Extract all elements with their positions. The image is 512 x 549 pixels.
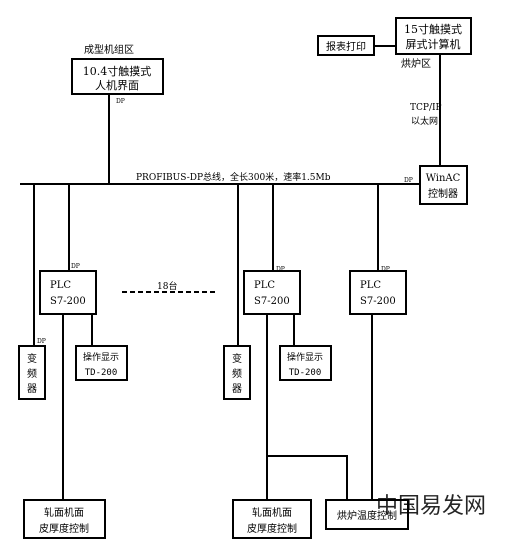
touch15-line1: 15寸触摸式 <box>404 22 462 36</box>
oven-temp-control-box: 烘炉温度控制 <box>325 499 409 530</box>
plc1-dp-label: DP <box>71 263 80 270</box>
td1-line1: 操作显示 <box>83 351 119 363</box>
td1-line2: TD-200 <box>85 368 118 378</box>
inverter-box-2: 变 频 器 <box>223 345 251 400</box>
inverter1-char1: 变 <box>27 352 37 365</box>
winac-dp-label: DP <box>404 177 413 184</box>
winac-box: WinAC 控制器 <box>419 165 468 205</box>
inverter1-char2: 频 <box>27 367 37 380</box>
rolling-control-box-1: 轧面机面 皮厚度控制 <box>23 499 106 539</box>
plc1-line2: S7-200 <box>50 296 86 307</box>
td-box-1: 操作显示 TD-200 <box>75 345 128 381</box>
inverter1-char3: 器 <box>27 383 37 395</box>
inverter1-dp-label: DP <box>37 338 46 345</box>
report-print-label: 报表打印 <box>326 40 366 53</box>
plc-box-1: PLC S7-200 <box>39 270 97 315</box>
ethernet-label: 以太网 <box>411 115 438 127</box>
connection-lines <box>20 45 441 500</box>
hmi-dp-label: DP <box>116 98 125 105</box>
tcpip-label: TCP/IP <box>410 103 442 113</box>
watermark-text: 中国易发网 <box>376 494 486 519</box>
rolling1-line1: 轧面机面 <box>44 506 84 519</box>
td2-line2: TD-200 <box>289 368 322 378</box>
hmi-line1: 10.4寸触摸式 <box>83 64 152 78</box>
molding-area-label: 成型机组区 <box>84 43 134 56</box>
plc3-dp-label: DP <box>381 266 390 273</box>
inverter2-char1: 变 <box>232 352 242 365</box>
report-print-box: 报表打印 <box>317 35 375 56</box>
touch-computer-box: 15寸触摸式 屏式计算机 <box>395 17 472 55</box>
winac-line2: 控制器 <box>428 187 458 200</box>
inverter-box-1: 变 频 器 <box>18 345 46 400</box>
plc2-dp-label: DP <box>276 266 285 273</box>
plc2-line2: S7-200 <box>254 296 290 307</box>
plc-box-3: PLC S7-200 <box>349 270 407 315</box>
plc2-oven-line <box>267 455 348 500</box>
oven-temp-label: 烘炉温度控制 <box>337 509 397 522</box>
hmi-box: 10.4寸触摸式 人机界面 <box>71 58 164 95</box>
plc3-line1: PLC <box>360 280 381 291</box>
plc3-line2: S7-200 <box>360 296 396 307</box>
touch15-line2: 屏式计算机 <box>406 37 461 51</box>
rolling2-line2: 皮厚度控制 <box>247 522 297 535</box>
td-box-2: 操作显示 TD-200 <box>279 345 332 381</box>
hmi-line2: 人机界面 <box>95 78 139 92</box>
inverter2-char2: 频 <box>232 367 242 380</box>
plc1-line1: PLC <box>50 280 71 291</box>
oven-area-label: 烘炉区 <box>401 58 431 70</box>
winac-line1: WinAC <box>426 173 461 184</box>
plc-box-2: PLC S7-200 <box>243 270 301 315</box>
rolling-control-box-2: 轧面机面 皮厚度控制 <box>232 499 312 539</box>
td2-line1: 操作显示 <box>287 351 323 363</box>
count-18-label: 18台 <box>157 280 177 292</box>
rolling1-line2: 皮厚度控制 <box>39 522 89 535</box>
bus-caption: PROFIBUS-DP总线，全长300米，速率1.5Mb <box>136 171 331 183</box>
inverter2-char3: 器 <box>232 383 242 395</box>
rolling2-line1: 轧面机面 <box>252 506 292 519</box>
plc2-line1: PLC <box>254 280 275 291</box>
